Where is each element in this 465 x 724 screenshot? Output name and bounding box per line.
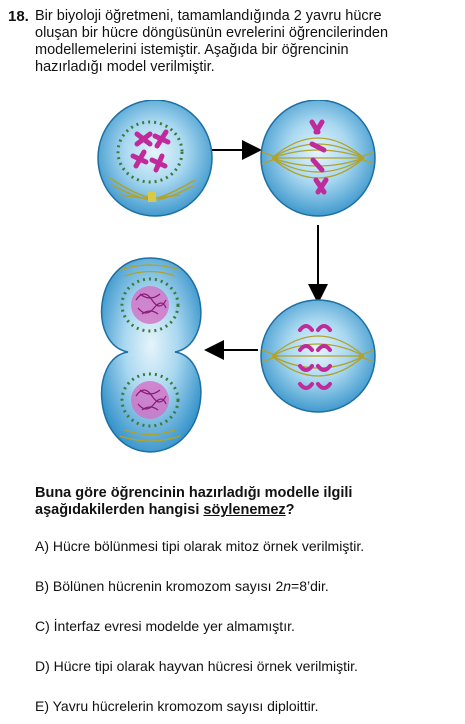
prophase-cell xyxy=(97,100,213,217)
cell-cycle-model-figure xyxy=(97,100,376,453)
stem-line-1: Bir biyoloji öğretmeni, tamamlandığında … xyxy=(35,8,382,24)
option-a[interactable]: A) Hücre bölünmesi tipi olarak mitoz örn… xyxy=(35,538,365,554)
prompt-line-2: aşağıdakilerden hangisi söylenemez? xyxy=(35,502,455,519)
stem-line-2: oluşan bir hücre döngüsünün evrelerini ö… xyxy=(35,25,389,41)
option-b-text: B) Bölünen hücrenin kromozom sayısı 2 xyxy=(35,578,284,594)
anaphase-cell xyxy=(260,299,376,413)
prompt-underlined-word: söylenemez xyxy=(203,502,286,518)
prompt-line-1: Buna göre öğrencinin hazırladığı modelle… xyxy=(35,485,353,501)
prompt-text: aşağıdakilerden hangisi xyxy=(35,502,204,518)
stem-line-3: modellemelerini istemiştir. Aşağıda bir … xyxy=(35,42,349,58)
prompt-question-mark: ? xyxy=(285,502,295,518)
option-e[interactable]: E) Yavru hücrelerin kromozom sayısı dipl… xyxy=(35,698,319,714)
option-b[interactable]: B) Bölünen hücrenin kromozom sayısı 2n=8… xyxy=(35,578,329,594)
metaphase-cell xyxy=(260,100,376,217)
question-number: 18. xyxy=(8,8,29,25)
question-stem: Bir biyoloji öğretmeni, tamamlandığında … xyxy=(35,8,455,76)
question-prompt: Buna göre öğrencinin hazırladığı modelle… xyxy=(35,485,455,519)
option-b-italic: n xyxy=(283,578,292,594)
stem-line-4: hazırladığı model verilmiştir. xyxy=(35,59,215,75)
option-b-suffix: =8’dir. xyxy=(291,578,329,594)
option-d[interactable]: D) Hücre tipi olarak hayvan hücresi örne… xyxy=(35,658,358,674)
option-c[interactable]: C) İnterfaz evresi modelde yer almamıştı… xyxy=(35,618,295,634)
telophase-cells xyxy=(100,257,202,453)
